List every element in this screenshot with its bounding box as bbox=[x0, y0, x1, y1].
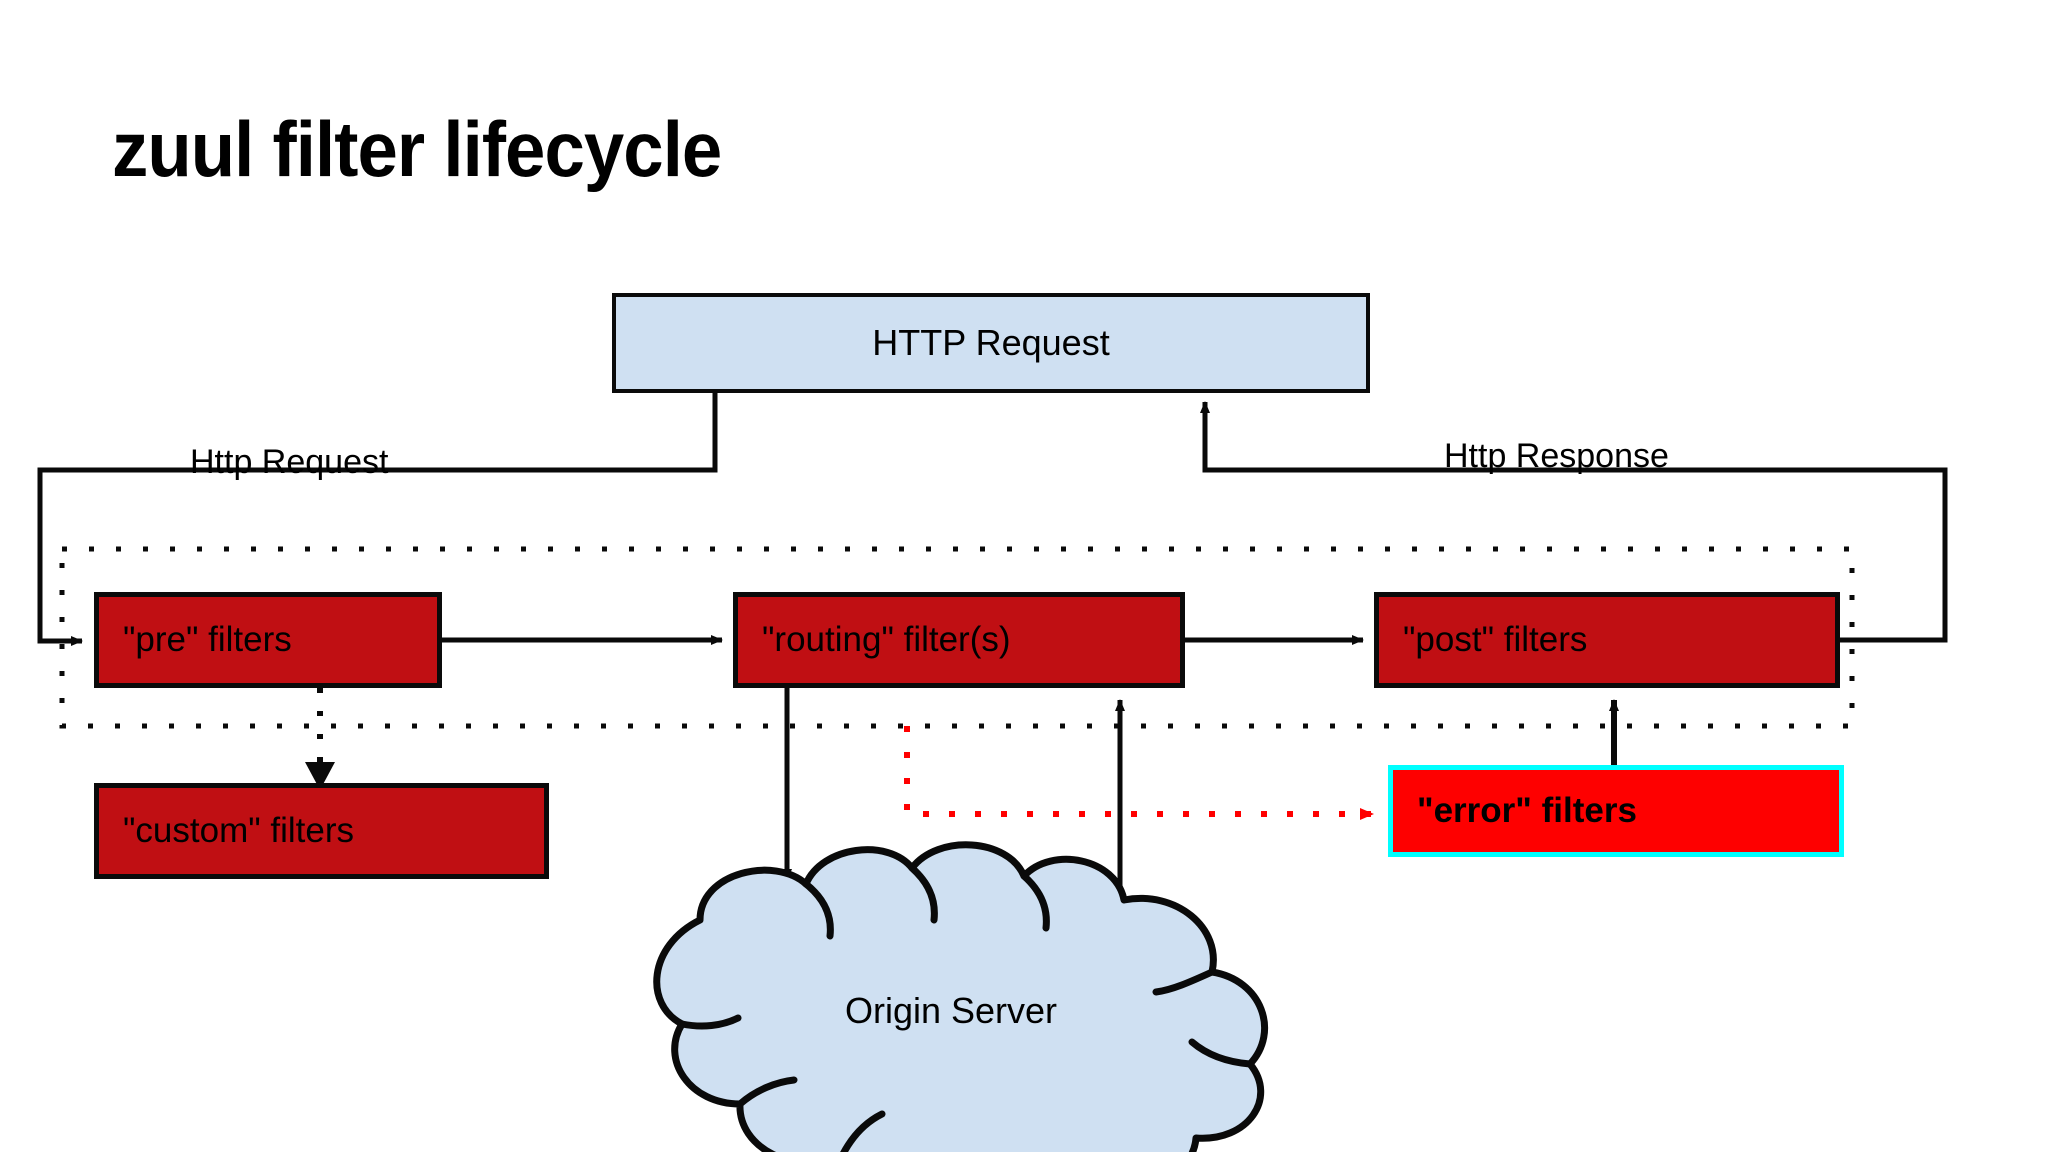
node-routing-filters[interactable]: "routing" filter(s) bbox=[733, 592, 1185, 688]
edge-chain-to-error bbox=[904, 726, 1374, 820]
origin-server-cloud bbox=[653, 841, 1269, 1152]
node-http-request-label: HTTP Request bbox=[872, 322, 1110, 363]
node-post-filters[interactable]: "post" filters bbox=[1374, 592, 1840, 688]
node-error-filters[interactable]: "error" filters bbox=[1388, 765, 1844, 857]
page-title: zuul filter lifecycle bbox=[112, 105, 722, 193]
node-custom-filters[interactable]: "custom" filters bbox=[94, 783, 549, 879]
filter-chain-boundary bbox=[59, 546, 1855, 729]
node-http-request[interactable]: HTTP Request bbox=[612, 293, 1370, 393]
node-routing-filters-label: "routing" filter(s) bbox=[762, 620, 1011, 659]
arrowhead-pre-to-custom bbox=[305, 762, 335, 790]
node-pre-filters-label: "pre" filters bbox=[123, 620, 292, 659]
node-custom-filters-label: "custom" filters bbox=[123, 811, 355, 850]
edge-request-to-pre bbox=[37, 393, 718, 646]
edge-label-http-request: Http Request bbox=[190, 443, 389, 481]
node-pre-filters[interactable]: "pre" filters bbox=[94, 592, 442, 688]
edge-post-to-response bbox=[1200, 401, 1948, 643]
cloud-detail-strokes bbox=[678, 864, 1254, 1152]
node-post-filters-label: "post" filters bbox=[1403, 620, 1588, 659]
node-error-filters-label: "error" filters bbox=[1417, 791, 1637, 830]
edge-label-http-response: Http Response bbox=[1444, 437, 1669, 475]
